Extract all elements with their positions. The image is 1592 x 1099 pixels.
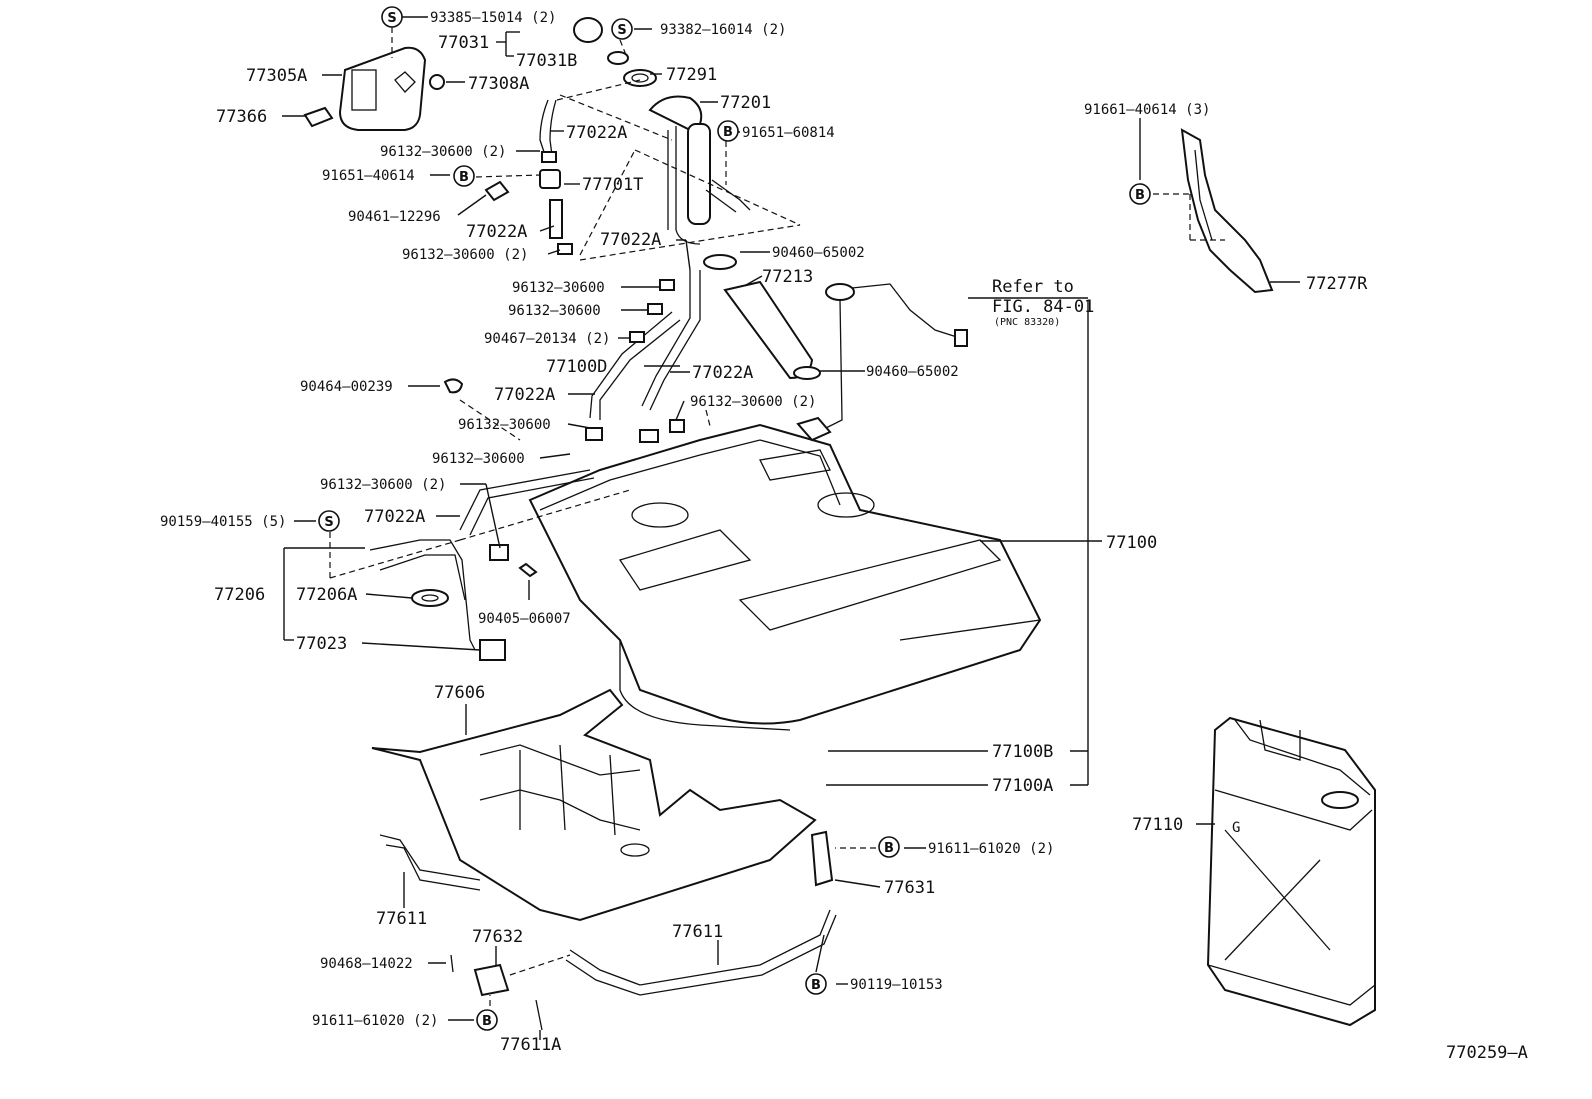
label-93385-15014: 93385–15014 (2) (430, 10, 556, 26)
label-77632: 77632 (472, 927, 523, 947)
label-77611a: 77611A (500, 1035, 561, 1055)
label-77206a: 77206A (296, 585, 357, 605)
label-77022a-4: 77022A (692, 363, 753, 383)
label-96132-30600-d: 96132–30600 (508, 303, 601, 319)
svg-text:B: B (884, 841, 894, 856)
label-77308a: 77308A (468, 74, 529, 94)
jerry-can-drawing: G (1206, 716, 1376, 1027)
symbol-s-93382: S (611, 18, 633, 40)
label-77291: 77291 (666, 65, 717, 85)
symbol-s-90159: S (318, 510, 340, 532)
label-77022a-1: 77022A (566, 123, 627, 143)
label-77022a-6: 77022A (364, 507, 425, 527)
label-91611-61020-b: 91611–61020 (2) (312, 1013, 438, 1029)
label-77611-a: 77611 (376, 909, 427, 929)
symbol-b-91651-40614: B (453, 165, 475, 187)
tank-protector-drawing (371, 688, 817, 922)
symbol-b-91611-b: B (476, 1009, 498, 1031)
label-96132-30600-h: 96132–30600 (2) (320, 477, 446, 493)
label-77100a: 77100A (992, 776, 1053, 796)
svg-text:B: B (1135, 188, 1145, 203)
svg-text:B: B (723, 125, 733, 140)
diagram-id: 770259–A (1446, 1043, 1528, 1063)
symbol-b-90119: B (805, 973, 827, 995)
heat-insulator-drawing (1180, 128, 1274, 294)
svg-text:S: S (617, 23, 626, 38)
sender-gauge-drawing (369, 283, 968, 661)
label-77611-b: 77611 (672, 922, 723, 942)
label-90461-12296: 90461–12296 (348, 209, 441, 225)
symbol-b-91611-a: B (878, 836, 900, 858)
label-91651-40614: 91651–40614 (322, 168, 415, 184)
label-77277r: 77277R (1306, 274, 1368, 294)
label-77023: 77023 (296, 634, 347, 654)
symbol-b-91661: B (1129, 183, 1151, 205)
symbol-b-91651-60814: B (717, 120, 739, 142)
breather-hoses-drawing (443, 99, 701, 443)
label-90460-65002-b: 90460–65002 (866, 364, 959, 380)
svg-text:B: B (811, 978, 821, 993)
svg-text:S: S (324, 515, 333, 530)
label-77606: 77606 (434, 683, 485, 703)
label-90467-20134: 90467–20134 (2) (484, 331, 610, 347)
label-96132-30600-b: 96132–30600 (2) (402, 247, 528, 263)
label-90468-14022: 90468–14022 (320, 956, 413, 972)
label-77022a-3: 77022A (600, 230, 661, 250)
label-90159-40155: 90159–40155 (5) (160, 514, 286, 530)
label-91661-40614: 91661–40614 (3) (1084, 102, 1210, 118)
refer-line-2: FIG. 84-01 (992, 297, 1094, 317)
label-90405-06007: 90405–06007 (478, 611, 571, 627)
label-96132-30600-e: 96132–30600 (2) (690, 394, 816, 410)
refer-line-1: Refer to (992, 277, 1074, 297)
label-90119-10153: 90119–10153 (850, 977, 943, 993)
label-77100b: 77100B (992, 742, 1053, 762)
refer-line-3: (PNC 83320) (994, 317, 1060, 328)
label-77206: 77206 (214, 585, 265, 605)
label-91651-60814: 91651–60814 (742, 125, 835, 141)
label-96132-30600-f: 96132–30600 (458, 417, 551, 433)
label-77100: 77100 (1106, 533, 1157, 553)
svg-text:B: B (482, 1014, 492, 1029)
label-77031b: 77031B (516, 51, 577, 71)
label-77031: 77031 (438, 33, 489, 53)
label-77631: 77631 (884, 878, 935, 898)
label-93382-16014: 93382–16014 (2) (660, 22, 786, 38)
fuel-tank-drawing (528, 423, 1042, 731)
label-77201: 77201 (720, 93, 771, 113)
label-77022a-2: 77022A (466, 222, 527, 242)
tank-straps-drawing (379, 830, 837, 1031)
label-77100d: 77100D (546, 357, 607, 377)
label-77366: 77366 (216, 107, 267, 127)
label-77022a-5: 77022A (494, 385, 555, 405)
label-96132-30600-g: 96132–30600 (432, 451, 525, 467)
fuel-cap-drawing (573, 17, 657, 87)
label-96132-30600-a: 96132–30600 (2) (380, 144, 506, 160)
part-labels: 93385–15014 (2) 77031 77031B 93382–16014… (160, 10, 1368, 1055)
filler-pipe-drawing (648, 95, 821, 380)
label-91611-61020-a: 91611–61020 (2) (928, 841, 1054, 857)
refer-note: Refer to FIG. 84-01 (PNC 83320) (992, 277, 1094, 328)
label-90460-65002-a: 90460–65002 (772, 245, 865, 261)
leader-lines (282, 16, 1300, 1040)
label-77110: 77110 (1132, 815, 1183, 835)
label-77213: 77213 (762, 267, 813, 287)
label-77701t: 77701T (582, 175, 643, 195)
svg-text:S: S (387, 11, 396, 26)
svg-text:B: B (459, 170, 469, 185)
symbol-s-93385: S (381, 6, 403, 28)
label-77305a: 77305A (246, 66, 307, 86)
svg-text:G: G (1232, 820, 1240, 836)
label-90464-00239: 90464–00239 (300, 379, 393, 395)
fuel-lid-drawing (303, 46, 445, 131)
label-96132-30600-c: 96132–30600 (512, 280, 605, 296)
